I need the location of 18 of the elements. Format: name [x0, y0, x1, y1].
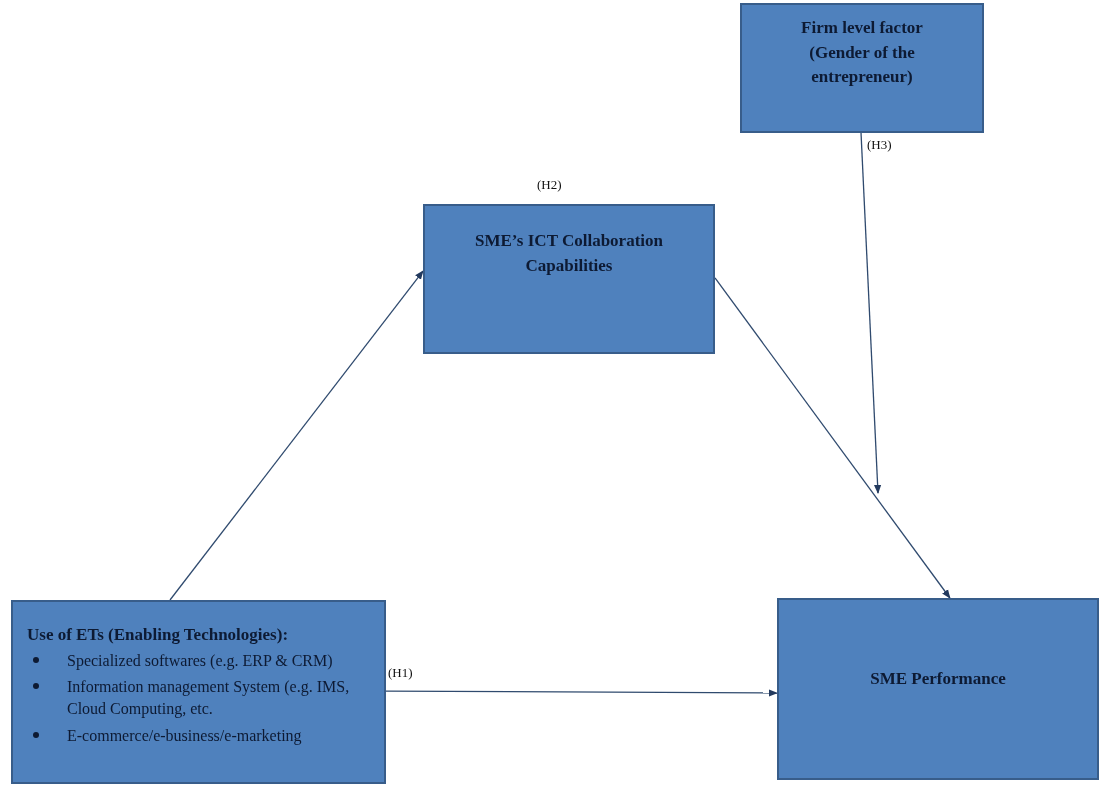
arrow	[860, 132, 882, 494]
bullet-text: E-commerce/e-business/e-marketing	[67, 726, 302, 744]
bullet-text: Specialized softwares (e.g. ERP & CRM)	[67, 651, 333, 669]
hypothesis-label: (H2)	[537, 177, 562, 193]
concept-box	[777, 598, 1099, 780]
edge-label: (H1)	[388, 665, 413, 681]
box-heading: SME Performance	[869, 667, 1007, 690]
box-heading: Use of ETs (Enabling Technologies):	[27, 623, 290, 646]
bullet-text: Information management System (e.g. IMS, Cloud Computing, etc.	[67, 677, 350, 718]
box-heading: Firm level factor (Gender of the entrepreneur)	[800, 17, 924, 89]
edge-label: (H3)	[867, 137, 892, 153]
arrow	[169, 270, 424, 601]
box-heading: SME’s ICT Collaboration Capabilities	[474, 230, 664, 277]
concept-box	[740, 3, 984, 133]
arrow	[385, 689, 778, 697]
concept-box	[423, 204, 715, 354]
arrow	[714, 277, 951, 599]
concept-box	[11, 600, 386, 784]
